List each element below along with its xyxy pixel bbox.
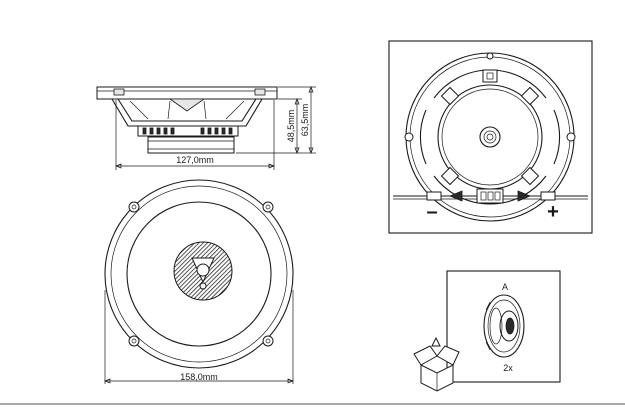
diameter-dimension-label: 158,0mm: [180, 372, 218, 382]
speaker-front-view: 158,0mm: [105, 180, 293, 384]
width-dimension-label: 127,0mm: [176, 155, 214, 165]
wiring-diagram-panel: – +: [389, 41, 592, 233]
total-height-dimension-label: 63,5mm: [300, 104, 310, 137]
positive-terminal-label: +: [547, 201, 559, 223]
speaker-perspective-icon: [484, 295, 524, 357]
open-box-icon: [414, 338, 459, 391]
package-item-label: A: [502, 282, 508, 292]
negative-terminal-label: –: [426, 201, 437, 223]
depth-dimension-label: 48,5mm: [286, 110, 296, 143]
speaker-side-view: 127,0mm 48,5mm 63,5mm: [97, 87, 316, 170]
package-contents-panel: A 2x: [447, 271, 560, 382]
quantity-label: 2x: [503, 363, 513, 373]
